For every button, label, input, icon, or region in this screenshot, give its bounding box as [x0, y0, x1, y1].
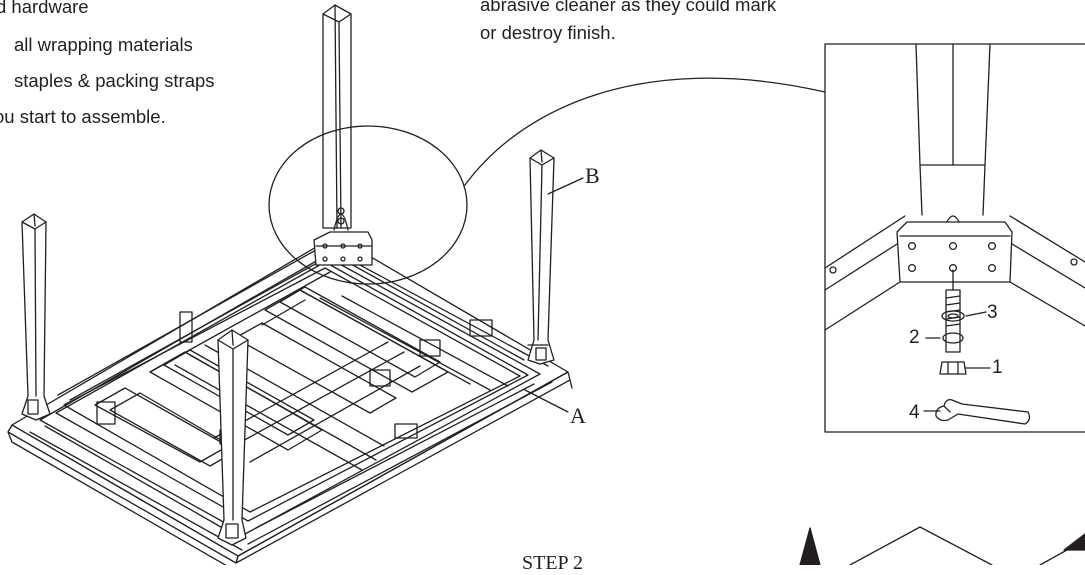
next-step-drawing	[799, 526, 1085, 565]
instruction-line: all wrapping materials	[14, 34, 193, 55]
callout-label-b: B	[585, 163, 600, 188]
callout-label-a: A	[570, 403, 586, 428]
caution-line: or destroy finish.	[480, 22, 616, 43]
step-title: STEP 2	[522, 552, 583, 574]
leader-b	[547, 177, 584, 195]
part-number-washer: 3	[987, 302, 998, 323]
instruction-line: d hardware	[0, 0, 89, 17]
instruction-line: staples & packing straps	[14, 70, 215, 91]
leg-left	[21, 213, 51, 421]
part-number-nut: 1	[992, 357, 1003, 378]
leader-a	[524, 389, 569, 413]
detail-circle	[268, 125, 468, 285]
part-number-lock-washer: 2	[909, 327, 920, 348]
part-number-wrench: 4	[909, 402, 920, 423]
leg-right	[527, 149, 555, 365]
detail-leader-line	[464, 77, 826, 186]
instruction-line: ou start to assemble.	[0, 106, 166, 127]
leg-back	[313, 4, 373, 266]
table-frame	[7, 235, 573, 565]
detail-box	[824, 43, 1085, 433]
leg-front	[217, 329, 249, 546]
caution-line: abrasive cleaner as they could mark	[480, 0, 777, 15]
